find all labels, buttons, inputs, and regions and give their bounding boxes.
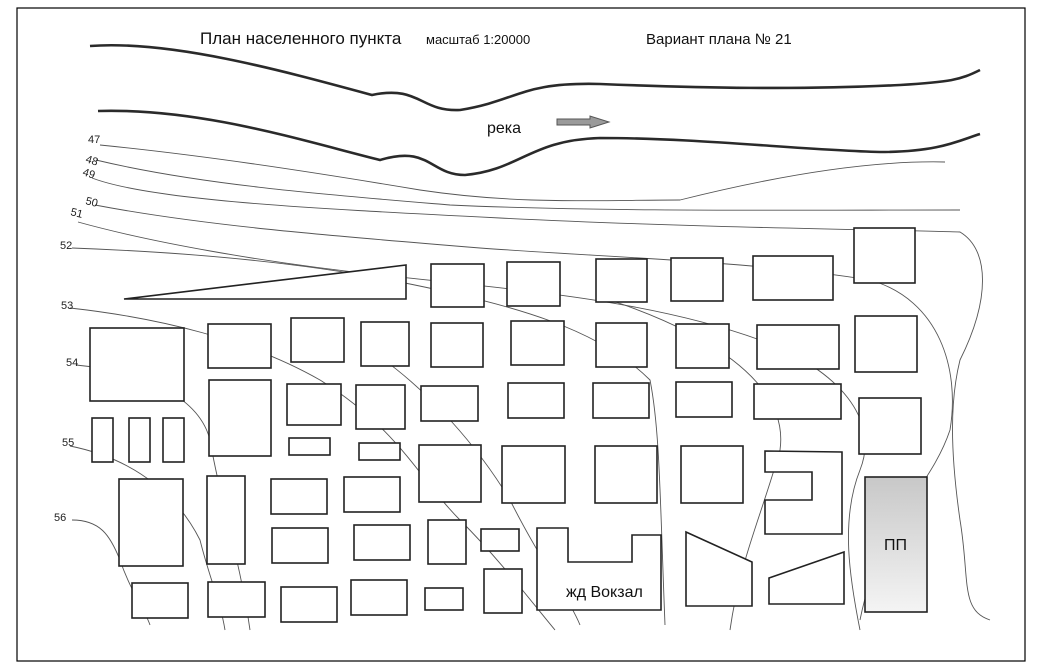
building xyxy=(207,323,272,369)
building xyxy=(752,255,834,301)
building xyxy=(595,322,648,368)
building xyxy=(207,581,266,618)
building xyxy=(118,478,184,567)
contour-label-52: 52 xyxy=(60,240,72,252)
buildings xyxy=(89,227,928,623)
river-flow-arrow xyxy=(556,115,611,129)
river-bank-north xyxy=(89,43,981,112)
building xyxy=(358,442,401,461)
station-label: жд Вокзал xyxy=(566,584,643,601)
building xyxy=(162,417,185,463)
river-bank-south xyxy=(97,109,981,177)
building xyxy=(427,519,467,565)
c-shaped-building xyxy=(764,450,843,535)
contour-label-55: 55 xyxy=(62,437,74,449)
building xyxy=(206,475,246,565)
contour-label-50: 50 xyxy=(84,195,99,210)
building xyxy=(675,323,730,369)
map-scale: масштаб 1:20000 xyxy=(426,32,530,47)
pp-label: ПП xyxy=(884,537,907,554)
plan-variant: Вариант плана № 21 xyxy=(646,31,792,48)
contour-label-51: 51 xyxy=(69,206,84,221)
contour-label-47: 47 xyxy=(88,134,100,146)
building xyxy=(131,582,189,619)
building xyxy=(430,263,485,308)
building xyxy=(424,587,464,611)
building xyxy=(483,568,523,614)
building xyxy=(858,397,922,455)
building xyxy=(510,320,565,366)
building xyxy=(756,324,840,370)
building xyxy=(360,321,410,367)
building xyxy=(89,327,185,402)
building xyxy=(128,417,151,463)
contour-label-54: 54 xyxy=(66,357,78,369)
building xyxy=(420,385,479,422)
building xyxy=(592,382,650,419)
building xyxy=(853,227,916,284)
river-label: река xyxy=(487,120,521,137)
railway-station xyxy=(536,527,662,611)
building xyxy=(350,579,408,616)
building xyxy=(286,383,342,426)
building xyxy=(480,528,520,552)
trapezoid-building xyxy=(685,530,753,607)
map-frame xyxy=(16,7,1026,662)
building xyxy=(680,445,744,504)
contour-label-56: 56 xyxy=(54,512,66,524)
building xyxy=(288,437,331,456)
trapezoid-building xyxy=(768,550,845,605)
building xyxy=(91,417,114,463)
building xyxy=(208,379,272,457)
building xyxy=(355,384,406,430)
building xyxy=(430,322,484,368)
contour-label-48: 48 xyxy=(84,153,99,168)
map-title: План населенного пункта xyxy=(200,29,402,48)
building xyxy=(595,258,648,303)
building xyxy=(501,445,566,504)
building xyxy=(280,586,338,623)
building xyxy=(290,317,345,363)
contour-label-53: 53 xyxy=(61,300,73,312)
triangular-block xyxy=(123,264,407,300)
building xyxy=(594,445,658,504)
contour-label-49: 49 xyxy=(81,166,96,181)
building xyxy=(271,527,329,564)
building xyxy=(353,524,411,561)
building xyxy=(506,261,561,307)
building xyxy=(753,383,842,420)
building xyxy=(675,381,733,418)
building xyxy=(670,257,724,302)
building xyxy=(270,478,328,515)
building xyxy=(418,444,482,503)
building xyxy=(343,476,401,513)
building xyxy=(854,315,918,373)
pp-building xyxy=(864,476,928,613)
building xyxy=(507,382,565,419)
